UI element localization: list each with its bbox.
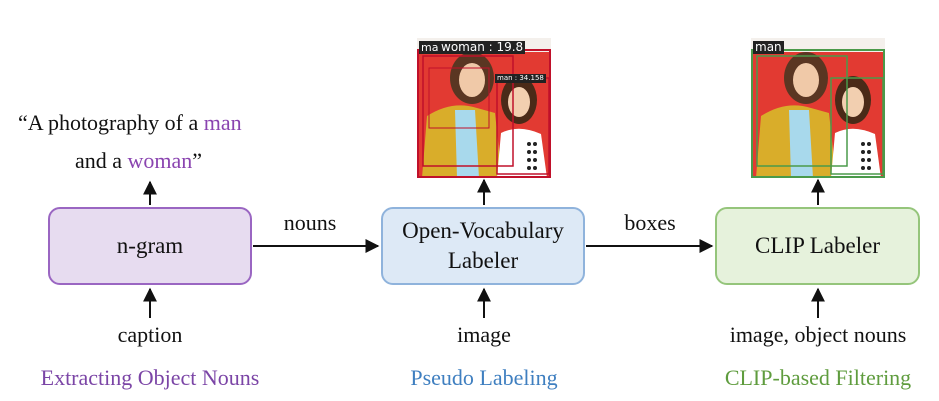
stage-pseudo-labeling: Pseudo Labeling xyxy=(410,365,558,390)
caption-quote-line2: and a woman” xyxy=(75,148,202,174)
couple-illustration xyxy=(417,38,551,178)
open-vocabulary-labeler-box: Open-Vocabulary Labeler xyxy=(381,207,585,285)
ngram-box: n-gram xyxy=(48,207,252,285)
clip-labeler-box: CLIP Labeler xyxy=(715,207,920,285)
edge-label-boxes: boxes xyxy=(624,210,676,235)
ngram-label: n-gram xyxy=(116,233,184,258)
input-image-object-nouns: image, object nouns xyxy=(729,322,907,347)
caption-quote-prefix-2: and a xyxy=(75,148,128,173)
pseudo-tag-woman: woman : 19.8 xyxy=(439,40,526,54)
couple-illustration-filtered xyxy=(751,38,885,178)
input-image: image xyxy=(457,322,511,347)
input-caption: caption xyxy=(117,322,183,347)
pseudo-labeled-image: man woman : 19.8 man : 34.158 xyxy=(417,38,551,178)
stage-extracting-object-nouns: Extracting Object Nouns xyxy=(40,365,260,390)
caption-quote-suffix: ” xyxy=(192,148,203,173)
caption-highlight-woman: woman xyxy=(127,148,193,173)
caption-quote-prefix: “A photography of a xyxy=(18,110,204,135)
ovl-label-line1: Open-Vocabulary xyxy=(402,218,564,243)
caption-quote-line1: “A photography of a man xyxy=(18,110,242,136)
caption-highlight-man: man xyxy=(203,110,242,135)
ovl-label-line2: Labeler xyxy=(447,248,519,273)
stage-clip-based-filtering: CLIP-based Filtering xyxy=(724,365,912,390)
pseudo-tag-small: man : 34.158 xyxy=(495,74,546,83)
clip-labeler-label: CLIP Labeler xyxy=(755,233,880,258)
clip-tag-man: man xyxy=(753,40,784,54)
clip-filtered-image: man xyxy=(751,38,885,178)
edge-label-nouns: nouns xyxy=(283,210,337,235)
